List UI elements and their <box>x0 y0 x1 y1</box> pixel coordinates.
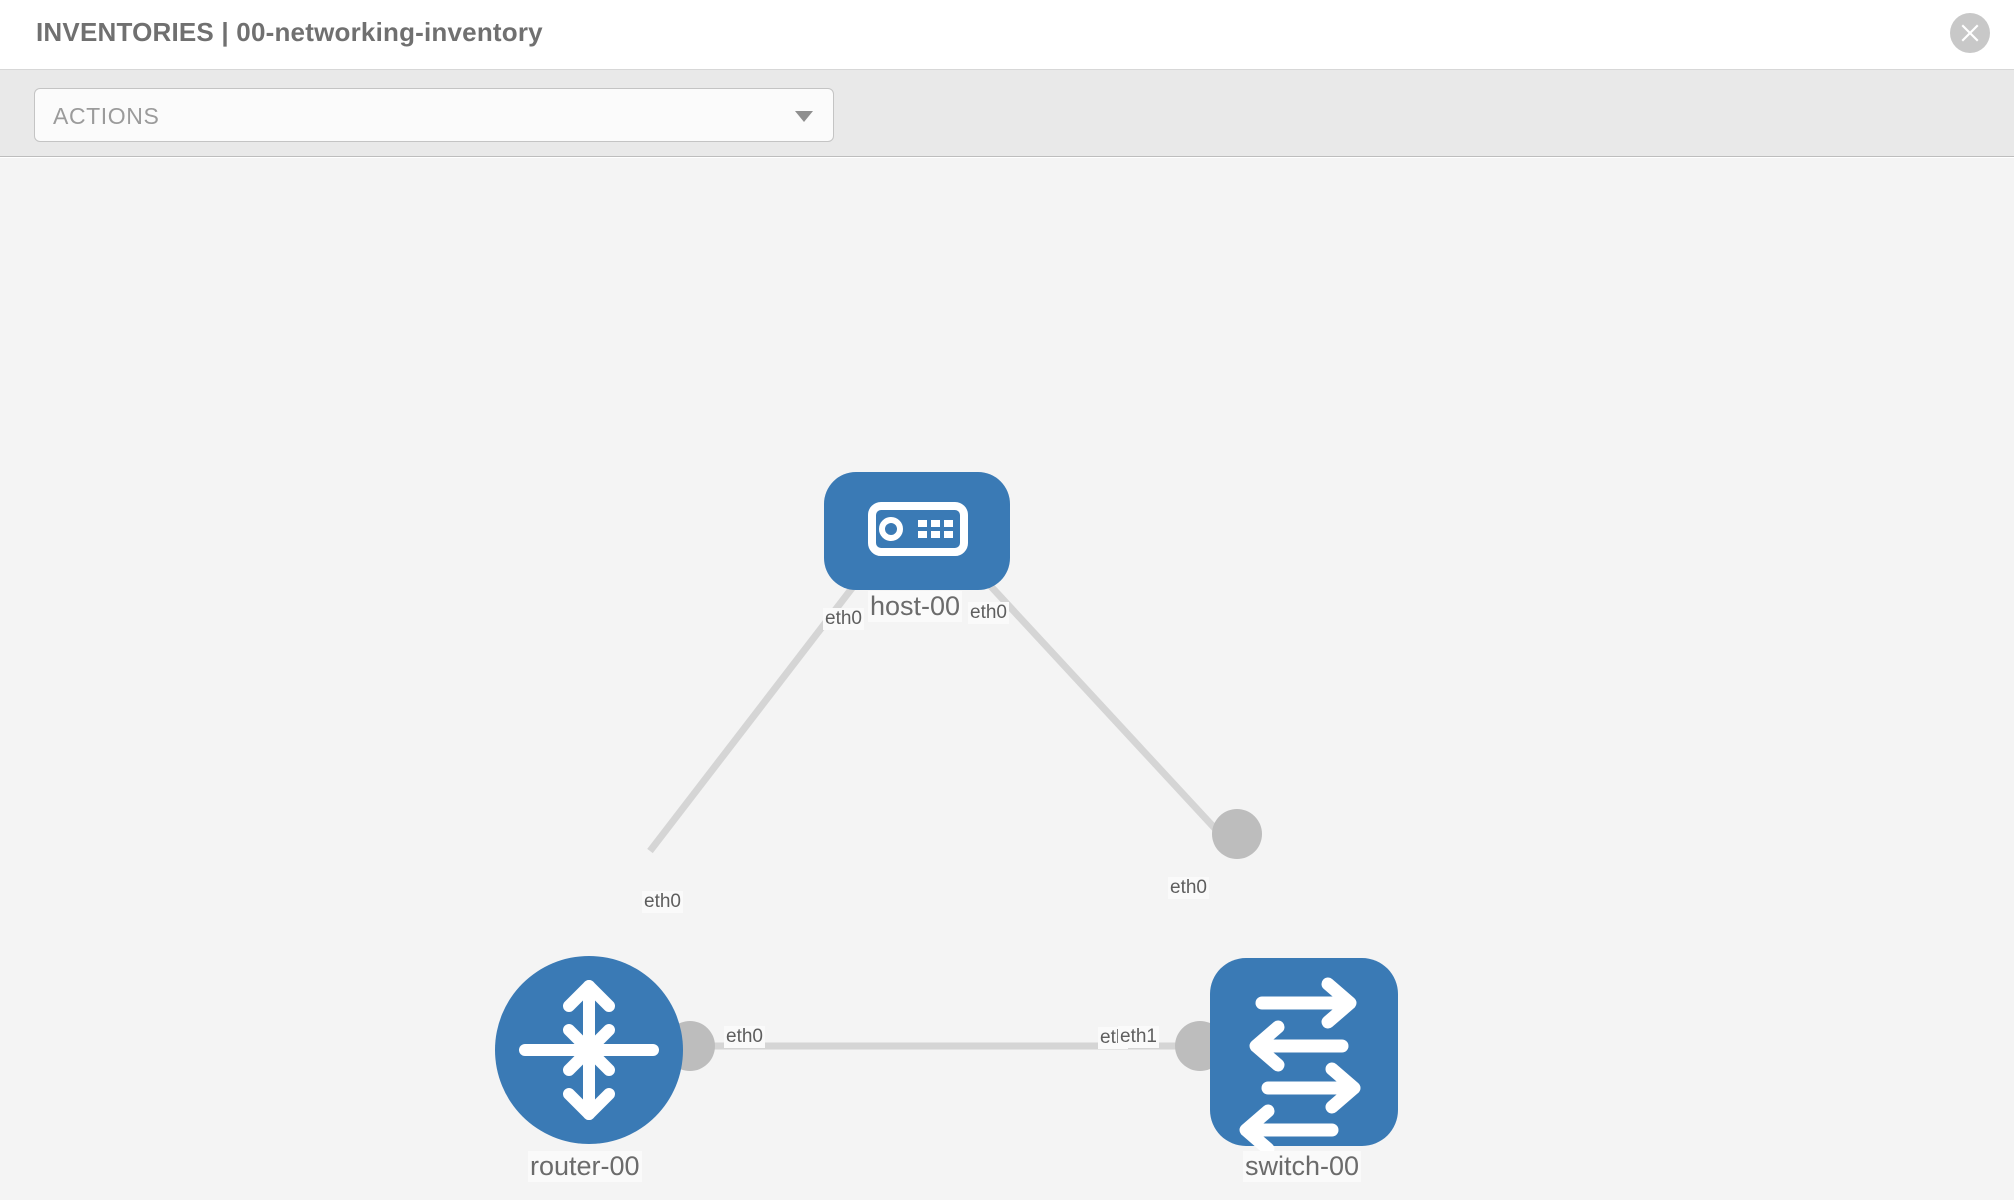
toolbar: ACTIONS SEARCH <box>0 70 2014 212</box>
actions-dropdown-label: ACTIONS <box>53 103 160 129</box>
switch-icon <box>1239 977 1361 1156</box>
link-host00-switch00 <box>945 537 1236 851</box>
close-icon[interactable] <box>1950 13 1990 53</box>
iface-label: eth0 <box>642 891 683 913</box>
chevron-down-icon <box>795 111 813 122</box>
node-host-00 <box>824 472 1010 590</box>
iface-dot <box>1212 809 1262 859</box>
actions-dropdown[interactable]: ACTIONS <box>34 88 834 142</box>
page-header: INVENTORIES | 00-networking-inventory <box>0 0 2014 70</box>
node-label-router-00: router-00 <box>528 1151 642 1182</box>
server-icon <box>868 502 968 556</box>
iface-label: eth0 <box>1168 877 1209 899</box>
node-switch-00 <box>1210 958 1398 1156</box>
iface-label: eth0 <box>968 602 1009 624</box>
iface-label: eth0 <box>823 608 864 630</box>
topology-canvas[interactable]: host-00 router-00 switch-00 eth0 eth0 et… <box>0 158 2014 1200</box>
page-title: INVENTORIES | 00-networking-inventory <box>36 17 543 47</box>
node-label-host-00: host-00 <box>868 591 963 622</box>
router-icon <box>519 980 659 1120</box>
topology-graph <box>495 472 1398 1156</box>
iface-label: eth1 <box>1118 1026 1159 1048</box>
iface-label: eth0 <box>724 1026 765 1048</box>
node-label-switch-00: switch-00 <box>1243 1151 1362 1182</box>
link-host00-router00 <box>647 537 892 854</box>
node-router-00 <box>495 956 683 1144</box>
